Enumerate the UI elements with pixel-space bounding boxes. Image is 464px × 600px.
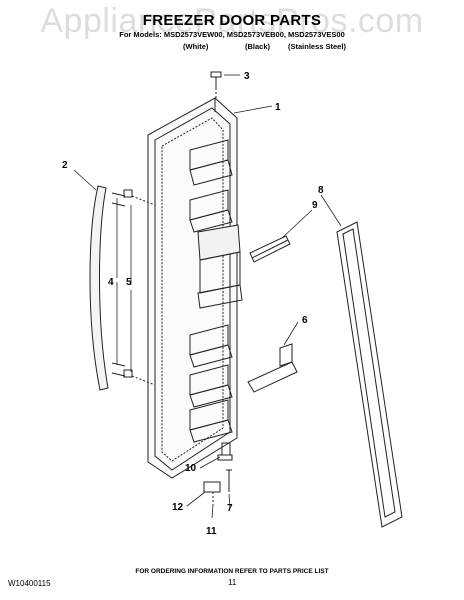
ordering-note: FOR ORDERING INFORMATION REFER TO PARTS … [135, 568, 329, 575]
callout-5: 5 [126, 277, 132, 288]
callout-10: 10 [185, 463, 197, 474]
color-black: (Black) [245, 42, 271, 51]
callout-3: 3 [244, 71, 250, 82]
callout-1: 1 [275, 102, 281, 113]
callout-12: 12 [172, 502, 184, 513]
page-number: 11 [228, 578, 237, 587]
callout-8: 8 [318, 185, 324, 196]
trim-strip [249, 235, 291, 263]
door-handle [89, 185, 109, 391]
color-white: (White) [183, 42, 209, 51]
document-number: W10400115 [8, 579, 51, 588]
callout-2: 2 [62, 160, 68, 171]
color-stainless: (Stainless Steel) [288, 42, 346, 51]
door-gasket [336, 221, 403, 528]
handle-fasteners [111, 189, 156, 386]
leader-lines [73, 74, 342, 519]
callout-6: 6 [302, 315, 308, 326]
model-list: For Models: MSD2573VEW00, MSD2573VEB00, … [119, 30, 345, 39]
callout-9: 9 [312, 200, 318, 211]
door-bracket [247, 343, 298, 393]
hinge-assembly [203, 442, 233, 505]
top-screw [210, 71, 222, 100]
callout-7: 7 [227, 503, 233, 514]
door-bins [189, 139, 243, 443]
callout-11: 11 [206, 526, 217, 537]
callout-4: 4 [108, 277, 114, 288]
page-title: FREEZER DOOR PARTS [142, 12, 322, 29]
